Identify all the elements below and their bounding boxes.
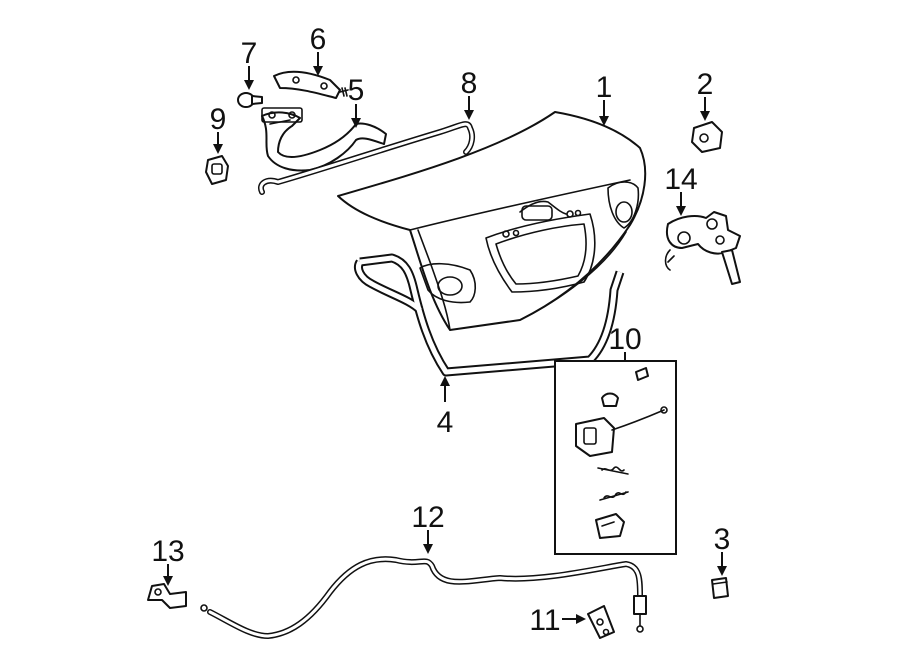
callout-12[interactable]: 12 [411, 501, 444, 534]
torsion-rod-part-8[interactable] [258, 121, 476, 195]
cushion-part-9[interactable] [205, 155, 229, 185]
callout-9[interactable]: 9 [210, 103, 227, 136]
callout-10[interactable]: 10 [608, 323, 641, 356]
callout-14[interactable]: 14 [664, 163, 697, 196]
callout-6[interactable]: 6 [310, 23, 327, 56]
lock-cylinder-part-14[interactable] [664, 211, 741, 285]
hinge-part-5[interactable] [261, 107, 387, 172]
bumper-part-2[interactable] [691, 121, 723, 153]
weatherstrip-part[interactable] [354, 253, 625, 377]
callout-4[interactable]: 4 [437, 406, 454, 439]
cushion-part-3[interactable] [711, 577, 729, 599]
trunk-lid-part[interactable] [337, 111, 647, 331]
callout-1[interactable]: 1 [596, 71, 613, 104]
callout-8[interactable]: 8 [461, 67, 478, 100]
bolt-part-7[interactable] [237, 92, 263, 108]
callout-3[interactable]: 3 [714, 523, 731, 556]
hinge-part-6[interactable] [273, 70, 349, 99]
callout-7[interactable]: 7 [241, 37, 258, 70]
callout-2[interactable]: 2 [697, 68, 714, 101]
callout-5[interactable]: 5 [348, 74, 365, 107]
latch-kit-box-part-10[interactable] [554, 360, 677, 555]
release-cable-part-12[interactable] [200, 556, 647, 639]
cable-clamp-part-13[interactable] [147, 583, 187, 609]
callout-13[interactable]: 13 [151, 535, 184, 568]
callout-11[interactable]: 11 [529, 604, 560, 637]
callout-numbers: 1 2 3 4 5 6 7 8 9 10 11 12 13 14 [151, 23, 730, 637]
striker-part-11[interactable] [587, 605, 615, 639]
callout-leaders [163, 52, 727, 624]
